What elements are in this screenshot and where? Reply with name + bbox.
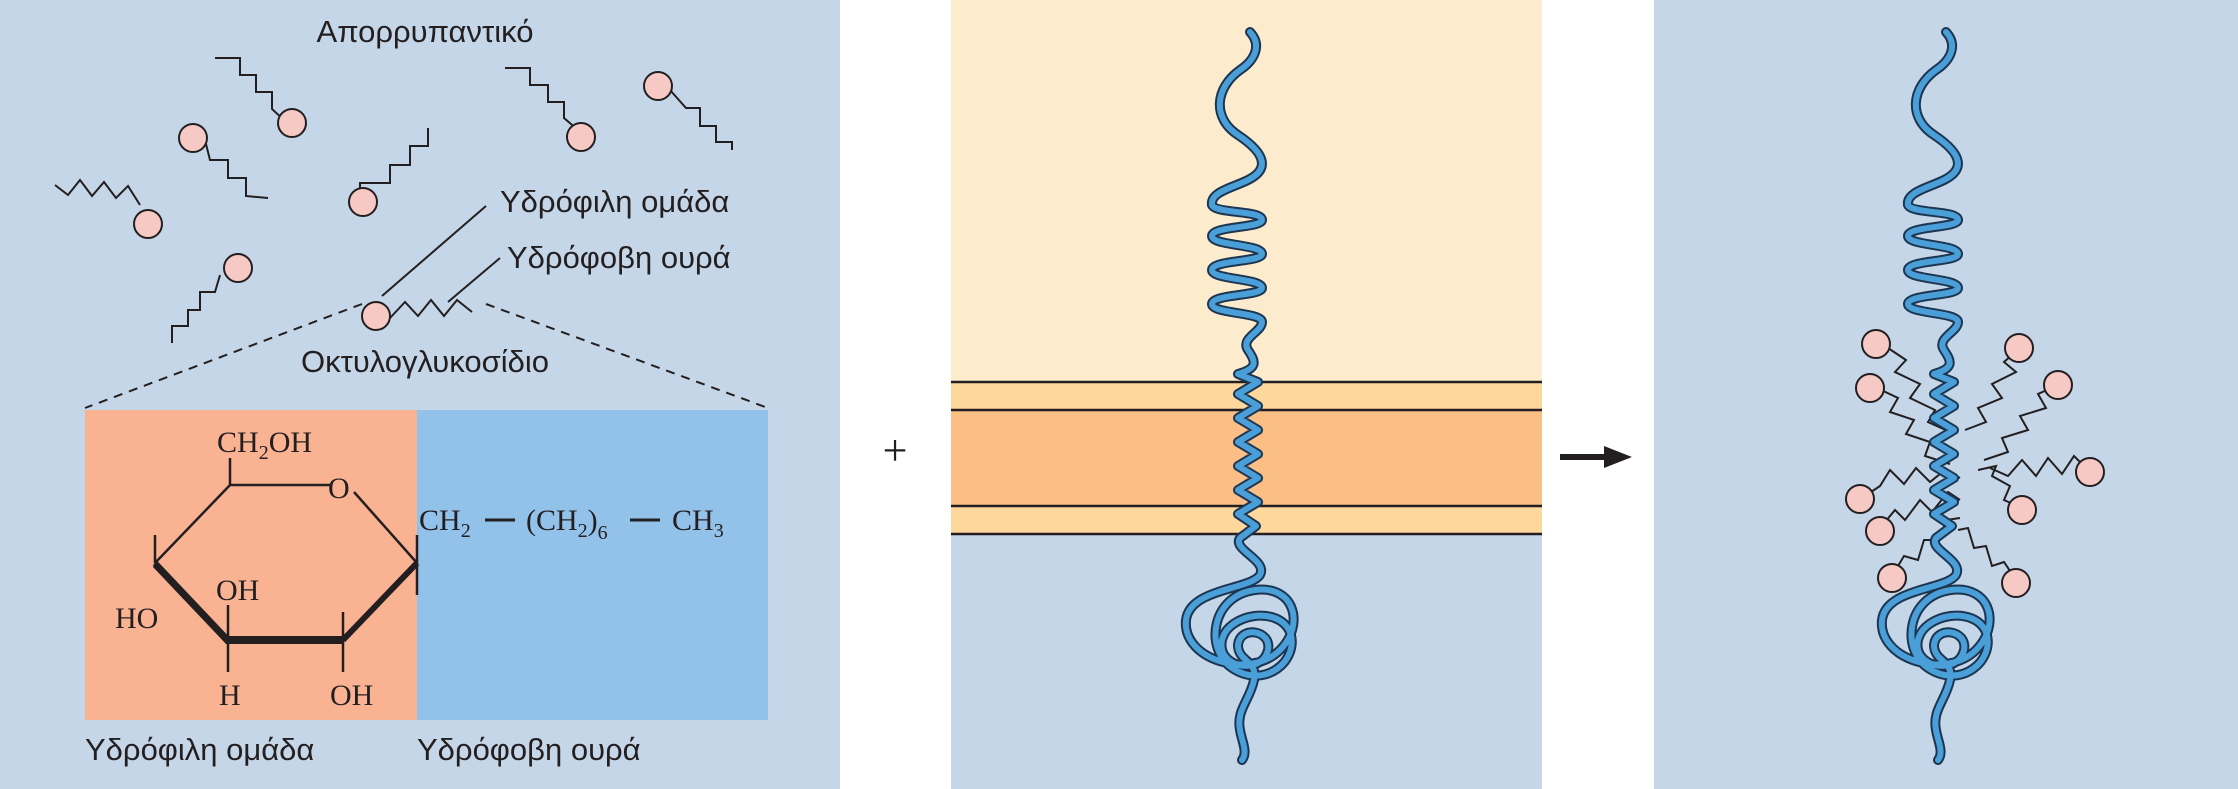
chain-ch2-label: CH2 (419, 504, 471, 542)
formula-labels: CH2OH O OH HO H OH CH2 (CH2)6 CH3 (115, 426, 724, 712)
detergent-tail (669, 89, 733, 150)
hydrophobic-box (417, 410, 768, 720)
extracellular-region (951, 0, 1542, 382)
detergent-head (361, 301, 391, 331)
detergent-head (223, 253, 253, 283)
hydrophilic-group-label: Υδρόφιλη ομάδα (500, 184, 729, 219)
ring-oxygen-label: O (328, 472, 350, 505)
ring-bold-right (340, 560, 420, 643)
hydrophilic-box (85, 410, 417, 720)
oh-c2-label: OH (216, 574, 259, 607)
detergent-tail (389, 298, 473, 319)
detergent-head (566, 122, 596, 152)
solubilized-protein (1876, 27, 1995, 765)
ch2oh-label: CH2OH (217, 426, 312, 464)
zoom-line-left (84, 303, 363, 409)
detergent-tail (171, 274, 221, 343)
detergent-tail (215, 57, 287, 123)
molecule-name-label: Οκτυλογλυκοσίδιο (301, 344, 549, 379)
h-c3-label: H (219, 679, 241, 712)
detergent-head (178, 123, 208, 153)
ring-bold-left (152, 560, 231, 643)
hydrophobic-leader-line (447, 257, 501, 303)
chain-ch3-label: CH3 (672, 504, 724, 542)
panel-detergent: Απορρυπαντικό Υδρόφιλη ομάδα Υδρόφοβη (0, 0, 840, 789)
membrane-protein (1180, 27, 1299, 765)
panel-solubilized (1654, 0, 2238, 789)
protein-chain (1878, 29, 1993, 763)
detergent-heads (133, 71, 673, 331)
arrow-right-icon (1560, 446, 1632, 468)
detergent-tail (204, 139, 269, 199)
free-detergent-molecules (54, 57, 733, 343)
panel-membrane (951, 0, 1542, 789)
detergent-tail (54, 178, 141, 206)
hydrophilic-leader-line (381, 205, 487, 297)
bottom-hydrophobic-label: Υδρόφοβη ουρά (417, 732, 641, 767)
detergent-head (277, 108, 307, 138)
plus-sign: + (883, 426, 908, 475)
hydrophobic-tail-label: Υδρόφοβη ουρά (507, 240, 731, 275)
detergent-tail (505, 67, 579, 131)
chain-group-label: (CH2)6 (526, 504, 608, 544)
oh-c3-label: OH (330, 679, 373, 712)
detergent-head (348, 187, 378, 217)
protein-chain (1182, 29, 1297, 763)
detergent-tail (359, 128, 429, 200)
bound-detergent-heads (1845, 329, 2105, 598)
bottom-hydrophilic-label: Υδρόφιλη ομάδα (85, 732, 314, 767)
detergent-label: Απορρυπαντικό (317, 14, 534, 49)
detergent-head (133, 209, 163, 239)
ho-c4-label: HO (115, 602, 158, 635)
zoom-line-right (485, 303, 769, 409)
detergent-head (643, 71, 673, 101)
